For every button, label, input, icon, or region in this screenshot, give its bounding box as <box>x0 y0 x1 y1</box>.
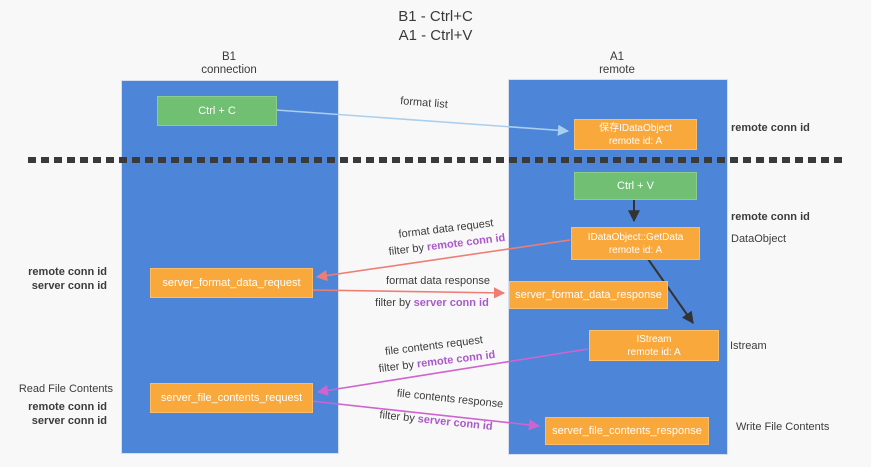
ctrl-c-label: Ctrl + C <box>198 105 236 117</box>
lane-a1-subtitle: remote <box>599 64 635 76</box>
lane-b1-name: B1 <box>221 51 237 63</box>
left-remote-conn-id-annotation-1: remote conn id <box>28 266 107 278</box>
title-line-1: B1 - Ctrl+C <box>398 8 473 25</box>
format-data-response-text: format data response <box>386 275 490 287</box>
server-format-data-response-label: server_format_data_response <box>515 289 662 301</box>
lane-header-b1: B1 connection <box>169 51 289 77</box>
server-conn-id-text: server conn id <box>417 413 494 433</box>
arrow-format-data-response <box>310 287 506 299</box>
filter-by-server-conn-id-label-1: filter by server conn id <box>372 297 492 309</box>
istream-annotation: Istream <box>730 340 767 352</box>
idataobject-getdata-box: IDataObject::GetData remote id: A <box>571 227 700 260</box>
lane-header-a1: A1 remote <box>557 51 677 77</box>
save-idataobject-box: 保存IDataObject remote id: A <box>574 119 697 150</box>
file-contents-response-label: file contents response <box>394 387 507 411</box>
save-idataobject-line2: remote id: A <box>608 135 663 147</box>
filter-by-text: filter by <box>375 297 411 309</box>
dashed-separator <box>28 157 846 163</box>
left-server-conn-id-annotation-1: server conn id <box>31 280 107 292</box>
server-file-contents-response-label: server_file_contents_response <box>552 425 702 437</box>
format-list-label: format list <box>374 93 475 113</box>
right-remote-conn-id-annotation-2: remote conn id <box>731 211 810 223</box>
getdata-line1: IDataObject::GetData <box>587 231 684 243</box>
left-remote-conn-id-annotation-2: remote conn id <box>28 401 107 413</box>
right-remote-conn-id-annotation-1: remote conn id <box>731 122 810 134</box>
filter-by-text: filter by <box>388 241 425 259</box>
filter-by-server-conn-id-label-2: filter by server conn id <box>376 409 497 433</box>
file-contents-response-text: file contents response <box>396 387 504 411</box>
format-list-text: format list <box>399 95 449 111</box>
filter-by-text: filter by <box>378 358 415 376</box>
lane-a1-name: A1 <box>609 51 625 63</box>
server-format-data-request-box: server_format_data_request <box>150 268 313 298</box>
server-format-data-response-box: server_format_data_response <box>509 281 668 309</box>
left-server-conn-id-annotation-2: server conn id <box>31 415 107 427</box>
istream-line2: remote id: A <box>627 346 681 358</box>
format-data-response-label: format data response <box>383 275 493 287</box>
write-file-contents-annotation: Write File Contents <box>736 421 830 433</box>
ctrl-c-box: Ctrl + C <box>157 96 277 126</box>
server-file-contents-response-box: server_file_contents_response <box>545 417 709 445</box>
title-line-2: A1 - Ctrl+V <box>398 27 473 44</box>
filter-by-text: filter by <box>378 409 416 425</box>
server-conn-id-text: server conn id <box>413 297 489 309</box>
ctrl-v-label: Ctrl + V <box>617 180 654 192</box>
istream-line1: IStream <box>636 333 672 345</box>
dataobject-annotation: DataObject <box>731 233 787 245</box>
read-file-contents-annotation: Read File Contents <box>18 383 113 395</box>
lane-b1-subtitle: connection <box>201 64 257 76</box>
server-file-contents-request-label: server_file_contents_request <box>160 392 303 404</box>
istream-box: IStream remote id: A <box>589 330 719 361</box>
save-idataobject-line1: 保存IDataObject <box>599 122 672 134</box>
ctrl-v-box: Ctrl + V <box>574 172 697 200</box>
server-file-contents-request-box: server_file_contents_request <box>150 383 313 413</box>
getdata-line2: remote id: A <box>608 244 663 256</box>
diagram-title: B1 - Ctrl+C A1 - Ctrl+V <box>0 7 871 45</box>
server-format-data-request-label: server_format_data_request <box>162 277 301 289</box>
